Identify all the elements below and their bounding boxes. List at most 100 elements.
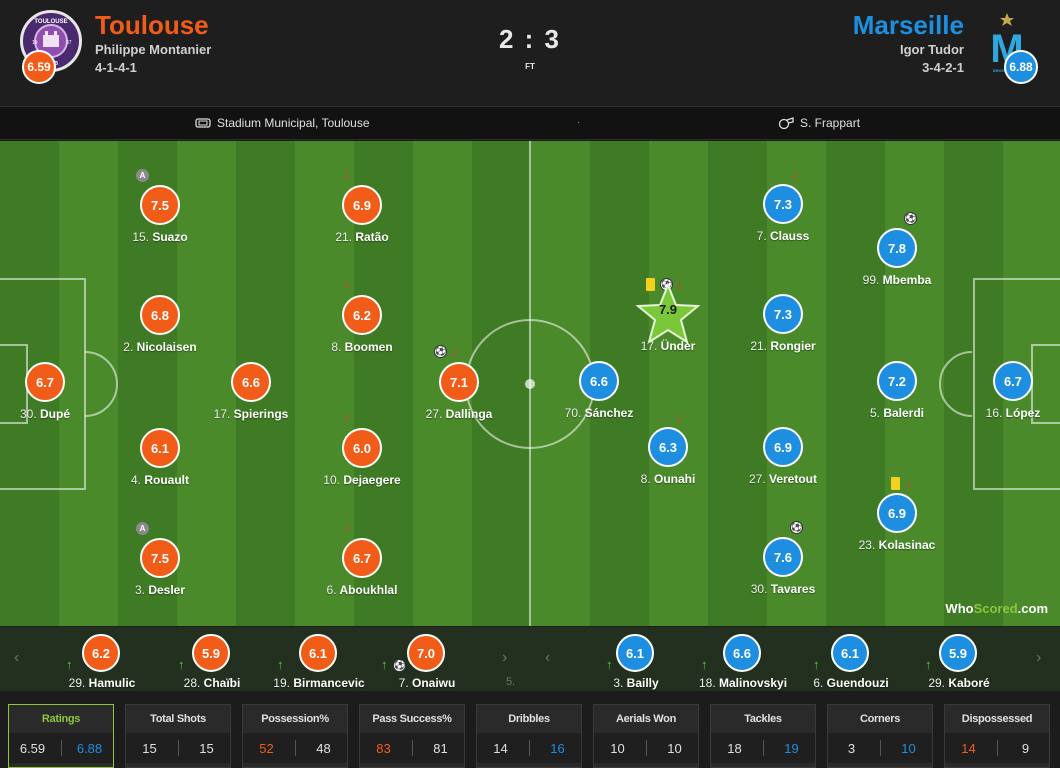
away-subs-prev-icon[interactable]: ‹ bbox=[545, 649, 551, 666]
stat-away-value: 15 bbox=[199, 740, 214, 756]
player-rating: 6.2 bbox=[342, 295, 382, 335]
player-suazo[interactable]: A 7.5 15. Suazo bbox=[90, 169, 230, 255]
home-subs-prev-icon[interactable]: ‹ bbox=[14, 649, 20, 666]
stat-title: Aerials Won bbox=[615, 713, 677, 725]
player-lopez[interactable]: 6.7 16. López bbox=[943, 361, 1060, 431]
goal-ball-icon: ⚽ bbox=[393, 659, 406, 672]
player-under[interactable]: ⚽ ↓ 7.9 17. Ünder bbox=[598, 276, 738, 364]
player-rating: 6.9 bbox=[763, 427, 803, 467]
away-team-rating: 6.88 bbox=[1004, 50, 1038, 84]
player-clauss[interactable]: ↓ 7.3 7. Clauss bbox=[713, 166, 853, 254]
player-mbemba[interactable]: ⚽ 7.8 99. Mbemba bbox=[827, 212, 967, 298]
more-subs-hint: 5. bbox=[506, 676, 516, 688]
stat-home-value: 10 bbox=[610, 740, 625, 756]
player-rating: 6.1 bbox=[831, 634, 869, 672]
sub-off-icon: ↓ bbox=[451, 342, 458, 358]
player-name: 3. Desler bbox=[134, 583, 186, 597]
sub-malinovskyi[interactable]: ↑ 6.6 18. Malinovskyi bbox=[693, 627, 793, 691]
player-rating: 7.6 bbox=[763, 537, 803, 577]
player-rouault[interactable]: 6.1 4. Rouault bbox=[90, 428, 230, 498]
player-name: 7. Clauss bbox=[756, 229, 810, 243]
away-team-name[interactable]: Marseille bbox=[852, 10, 964, 40]
player-name: 3. Bailly bbox=[613, 676, 659, 690]
player-sanchez[interactable]: 6.6 70. Sánchez bbox=[529, 361, 669, 431]
player-boomen[interactable]: ↓ 6.2 8. Boomen bbox=[292, 275, 432, 365]
away-subs-next-icon[interactable]: › bbox=[1036, 649, 1042, 666]
sub-on-icon: ↑ bbox=[178, 657, 185, 672]
player-desler[interactable]: A 7.5 3. Desler bbox=[90, 522, 230, 608]
stat-away-value: 48 bbox=[316, 740, 331, 756]
player-spierings[interactable]: 6.6 17. Spierings bbox=[181, 362, 321, 432]
player-rating: 6.1 bbox=[140, 428, 180, 468]
player-rating: 6.0 bbox=[342, 428, 382, 468]
sub-kabore[interactable]: ↑ 5.9 29. Kaboré bbox=[909, 627, 1009, 691]
stat-away-value: 9 bbox=[1021, 740, 1030, 756]
player-kolasinac[interactable]: ↓ 6.9 23. Kolasinac bbox=[827, 475, 967, 563]
sub-birmancevic[interactable]: ↑ 6.1 19. Birmancevic bbox=[269, 627, 369, 691]
stat-title: Corners bbox=[859, 713, 901, 725]
sub-bailly[interactable]: ↑ 6.1 3. Bailly bbox=[586, 627, 686, 691]
player-name: 6. Guendouzi bbox=[813, 676, 889, 690]
home-coach: Philippe Montanier bbox=[95, 42, 212, 57]
sub-off-icon: ↓ bbox=[344, 518, 351, 534]
player-rating: 6.7 bbox=[993, 361, 1033, 401]
sub-off-icon: ↓ bbox=[905, 475, 912, 491]
sub-onaiwu[interactable]: ↑ ⚽ 7.0 7. Onaiwu bbox=[377, 627, 477, 691]
player-name: 21. Rongier bbox=[750, 339, 816, 353]
sub-on-icon: ↑ bbox=[277, 657, 284, 672]
player-ratao[interactable]: ↓ 6.9 21. Ratão bbox=[292, 165, 432, 255]
player-rating: 6.9 bbox=[342, 185, 382, 225]
crest-year-right: 37 bbox=[66, 40, 72, 46]
player-name: 18. Malinovskyi bbox=[698, 676, 788, 690]
player-rating: 6.9 bbox=[877, 493, 917, 533]
stadium-icon bbox=[195, 118, 211, 128]
player-rongier[interactable]: 7.3 21. Rongier bbox=[713, 294, 853, 364]
home-subs-next-icon[interactable]: › bbox=[502, 649, 508, 666]
sub-hamulic[interactable]: ↑ 6.2 29. Hamulic bbox=[52, 627, 152, 691]
away-coach: Igor Tudor bbox=[899, 42, 964, 57]
player-name: 8. Ounahi bbox=[640, 472, 696, 486]
player-name: 8. Boomen bbox=[331, 340, 393, 354]
stat-title: Tackles bbox=[744, 713, 782, 725]
home-team-name[interactable]: Toulouse bbox=[95, 10, 209, 40]
stat-home-value: 6.59 bbox=[19, 740, 46, 756]
player-rating: 7.8 bbox=[877, 228, 917, 268]
home-formation: 4-1-4-1 bbox=[95, 60, 137, 75]
player-veretout[interactable]: 6.9 27. Veretout bbox=[713, 427, 853, 497]
sub-on-icon: ↑ bbox=[606, 657, 613, 672]
player-nicolaisen[interactable]: 6.8 2. Nicolaisen bbox=[90, 295, 230, 365]
player-dejaegere[interactable]: ↓ 6.0 10. Dejaegere bbox=[292, 408, 432, 498]
stat-title: Pass Success% bbox=[372, 713, 452, 725]
player-dallinga[interactable]: ⚽ ↓ 7.1 27. Dallinga bbox=[389, 342, 529, 432]
player-ounahi[interactable]: ↓ 6.3 8. Ounahi bbox=[598, 409, 738, 497]
player-tavares[interactable]: ⚽ 7.6 30. Tavares bbox=[713, 521, 853, 607]
crest-top-text: TOULOUSE bbox=[34, 19, 67, 25]
substitutes-bar: ‹ ↑ 6.2 29. Hamulic ↑ 5.9 28. Chaïbi ↑ 6… bbox=[0, 627, 1060, 691]
sub-guendouzi[interactable]: ↑ 6.1 6. Guendouzi bbox=[801, 627, 901, 691]
referee-name: S. Frappart bbox=[800, 116, 861, 130]
player-aboukhlal[interactable]: ↓ 6.7 6. Aboukhlal bbox=[292, 518, 432, 608]
stat-home-value: 83 bbox=[376, 740, 391, 756]
venue-name: Stadium Municipal, Toulouse bbox=[217, 116, 370, 130]
stat-title: Dispossessed bbox=[961, 713, 1033, 725]
player-rating: 7.3 bbox=[763, 294, 803, 334]
sub-chaibi[interactable]: ↑ 5.9 28. Chaïbi bbox=[162, 627, 262, 691]
player-rating: 5.9 bbox=[939, 634, 977, 672]
stat-home-value: 15 bbox=[142, 740, 157, 756]
player-rating: 7.3 bbox=[763, 184, 803, 224]
player-balerdi[interactable]: 7.2 5. Balerdi bbox=[827, 361, 967, 431]
player-rating: 6.6 bbox=[723, 634, 761, 672]
player-dupe[interactable]: 6.7 30. Dupé bbox=[0, 362, 115, 432]
player-name: 29. Kaboré bbox=[928, 676, 990, 690]
stat-away-value: 6.88 bbox=[76, 740, 103, 756]
referee: S. Frappart bbox=[778, 116, 860, 130]
